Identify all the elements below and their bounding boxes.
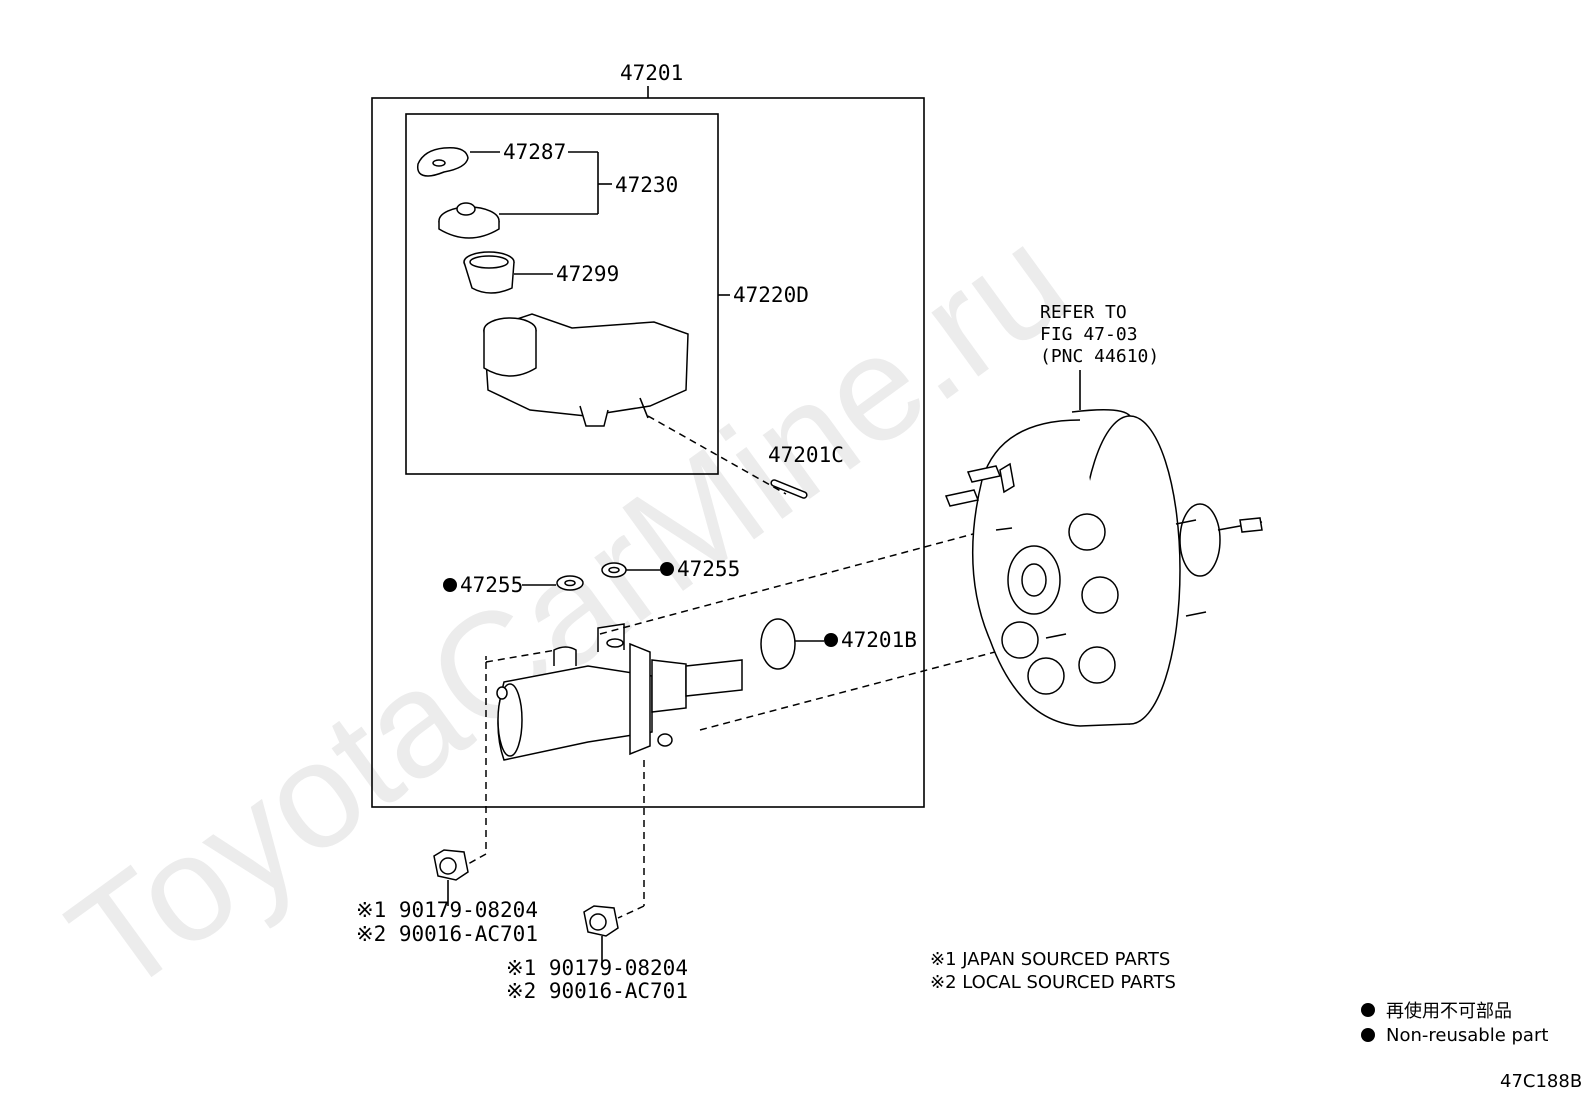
label-47255-left: 47255 <box>460 573 523 597</box>
figure-code: 47C188B <box>1500 1071 1582 1092</box>
nut-left-code1: ※1 90179-08204 <box>356 898 538 922</box>
booster-ref-line1: REFER TO <box>1040 302 1127 323</box>
label-47201C: 47201C <box>768 443 844 467</box>
nut-right-code1: ※1 90179-08204 <box>506 956 688 980</box>
nut-left-code2: ※2 90016-AC701 <box>356 922 538 946</box>
booster-ref-line3: (PNC 44610) <box>1040 346 1159 367</box>
note-japan: ※1 JAPAN SOURCED PARTS <box>930 949 1170 970</box>
legend-en: Non-reusable part <box>1386 1025 1548 1046</box>
legend-dot-jp <box>1361 1003 1375 1017</box>
legend-jp: 再使用不可部品 <box>1386 1001 1512 1022</box>
reservoir-box <box>405 113 719 475</box>
legend-dot-en <box>1361 1028 1375 1042</box>
label-47201: 47201 <box>620 61 683 85</box>
nut-right-code2: ※2 90016-AC701 <box>506 979 688 1003</box>
label-47220D: 47220D <box>733 283 809 307</box>
watermark: ToyotaCarMine.ru <box>40 194 1096 1026</box>
o-ring-part <box>760 618 796 670</box>
grommet-left-part <box>556 575 584 591</box>
non-reusable-dot <box>824 633 838 647</box>
non-reusable-dot <box>660 562 674 576</box>
nut-left-part <box>433 849 469 906</box>
nut-right-part <box>583 905 619 962</box>
label-47299: 47299 <box>556 262 619 286</box>
label-47201B: 47201B <box>841 628 917 652</box>
gasket-part <box>416 146 469 177</box>
assembly-box <box>371 97 925 808</box>
grommet-right-part <box>601 562 627 578</box>
label-47230: 47230 <box>615 173 678 197</box>
reservoir-cap-part <box>438 202 598 239</box>
strainer-part <box>463 251 515 294</box>
reservoir-tank-part <box>483 313 689 427</box>
brake-booster-part <box>944 408 1263 727</box>
pin-part <box>770 479 808 499</box>
note-local: ※2 LOCAL SOURCED PARTS <box>930 972 1176 993</box>
master-cylinder-part <box>496 623 743 761</box>
label-47287: 47287 <box>503 140 566 164</box>
booster-ref-line2: FIG 47-03 <box>1040 324 1138 345</box>
non-reusable-dot <box>443 578 457 592</box>
label-47255-right: 47255 <box>677 557 740 581</box>
